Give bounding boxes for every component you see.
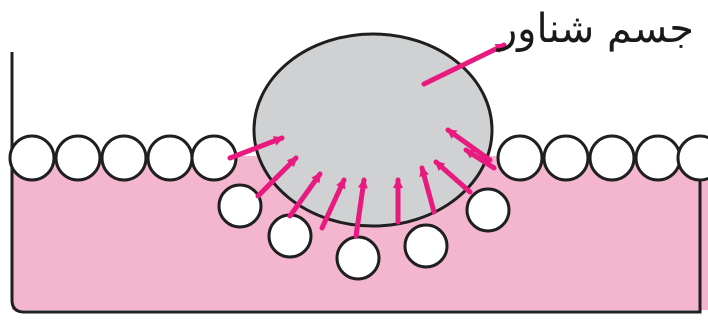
floating-object	[254, 34, 492, 226]
liquid-particle	[102, 136, 146, 180]
liquid-particle	[405, 225, 447, 267]
liquid-particle	[56, 136, 100, 180]
liquid-particle	[219, 185, 261, 227]
liquid-particle	[337, 237, 379, 279]
liquid-particle	[636, 136, 680, 180]
liquid-particle	[498, 136, 542, 180]
liquid-particle	[10, 136, 54, 180]
liquid-particle	[590, 136, 634, 180]
liquid-particle	[269, 215, 311, 257]
liquid-particle	[678, 136, 708, 180]
floating-object-label: جسم شناور	[498, 6, 694, 52]
liquid-particle	[544, 136, 588, 180]
liquid-particle	[467, 189, 509, 231]
liquid-particle	[148, 136, 192, 180]
